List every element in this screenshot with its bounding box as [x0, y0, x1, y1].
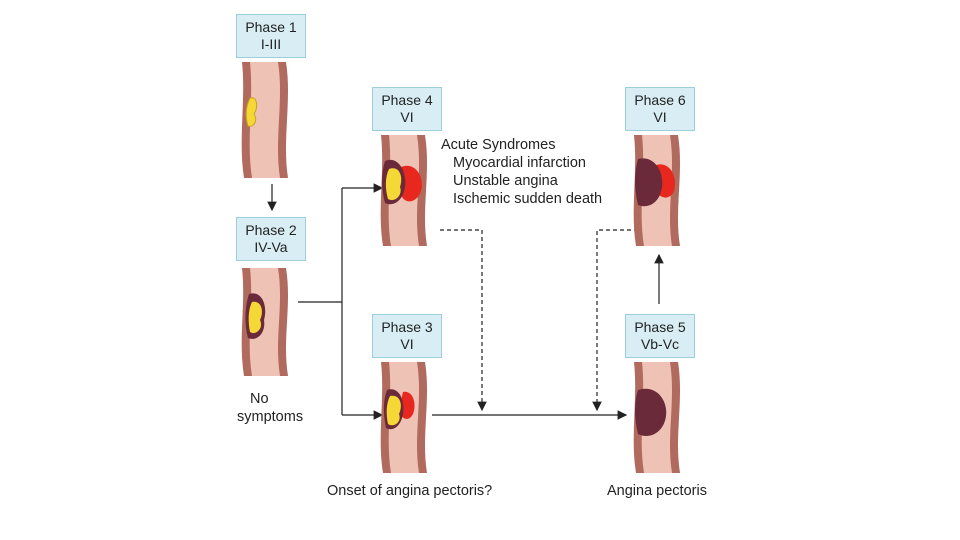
phase-6-stage: VI [653, 109, 667, 125]
phase-5-title: Phase 5 [634, 319, 686, 335]
no-symptoms-label: No symptoms [237, 390, 303, 426]
vessel-phase-2 [241, 268, 288, 376]
plaque-fibrous [635, 158, 663, 207]
plaque-yellow [245, 97, 258, 127]
syndrome-item: Myocardial infarction [453, 155, 586, 171]
syndrome-item: Unstable angina [453, 173, 558, 189]
phase-1-stage: I-III [260, 36, 282, 52]
phase-5-stage: Vb-Vc [640, 336, 680, 352]
acute-syndromes-list: Acute Syndromes Myocardial infarction Un… [441, 136, 602, 208]
vessel-phase-5 [633, 362, 680, 473]
vessel-phase-3 [380, 362, 427, 473]
thrombus-red [401, 165, 422, 202]
phase-3-title: Phase 3 [381, 319, 433, 335]
plaque-yellow [248, 301, 262, 334]
phase-2-box: Phase 2 IV-Va [236, 217, 306, 261]
phase-6-box: Phase 6 VI [625, 87, 695, 131]
phase-4-stage: VI [400, 109, 414, 125]
plaque-yellow [386, 395, 401, 426]
phase-2-title: Phase 2 [245, 222, 297, 238]
vessel-phase-4 [380, 135, 427, 246]
no-symptoms-line2: symptoms [237, 409, 304, 425]
phase-5-box: Phase 5 Vb-Vc [625, 314, 695, 358]
vessel-phase-6 [633, 135, 680, 246]
phase-1-title: Phase 1 [245, 19, 297, 35]
phase-3-box: Phase 3 VI [372, 314, 442, 358]
dashed-arrow-phase4-down [440, 229, 487, 412]
vessel-phase-1 [241, 62, 288, 178]
phase-2-stage: IV-Va [254, 239, 288, 255]
onset-angina-label: Onset of angina pectoris? [327, 483, 493, 499]
phase-4-box: Phase 4 VI [372, 87, 442, 131]
plaque-yellow [385, 168, 402, 201]
phase-3-stage: VI [400, 336, 414, 352]
syndrome-item: Ischemic sudden death [453, 191, 603, 207]
plaque-fibrous [635, 388, 667, 436]
angina-pectoris-label: Angina pectoris [607, 483, 707, 499]
acute-syndromes-heading: Acute Syndromes [441, 137, 556, 153]
phase-1-box: Phase 1 I-III [236, 14, 306, 58]
phase-6-title: Phase 6 [634, 92, 686, 108]
phase-4-title: Phase 4 [381, 92, 433, 108]
no-symptoms-line1: No [250, 391, 269, 407]
dashed-arrow-phase6-down [592, 229, 638, 412]
